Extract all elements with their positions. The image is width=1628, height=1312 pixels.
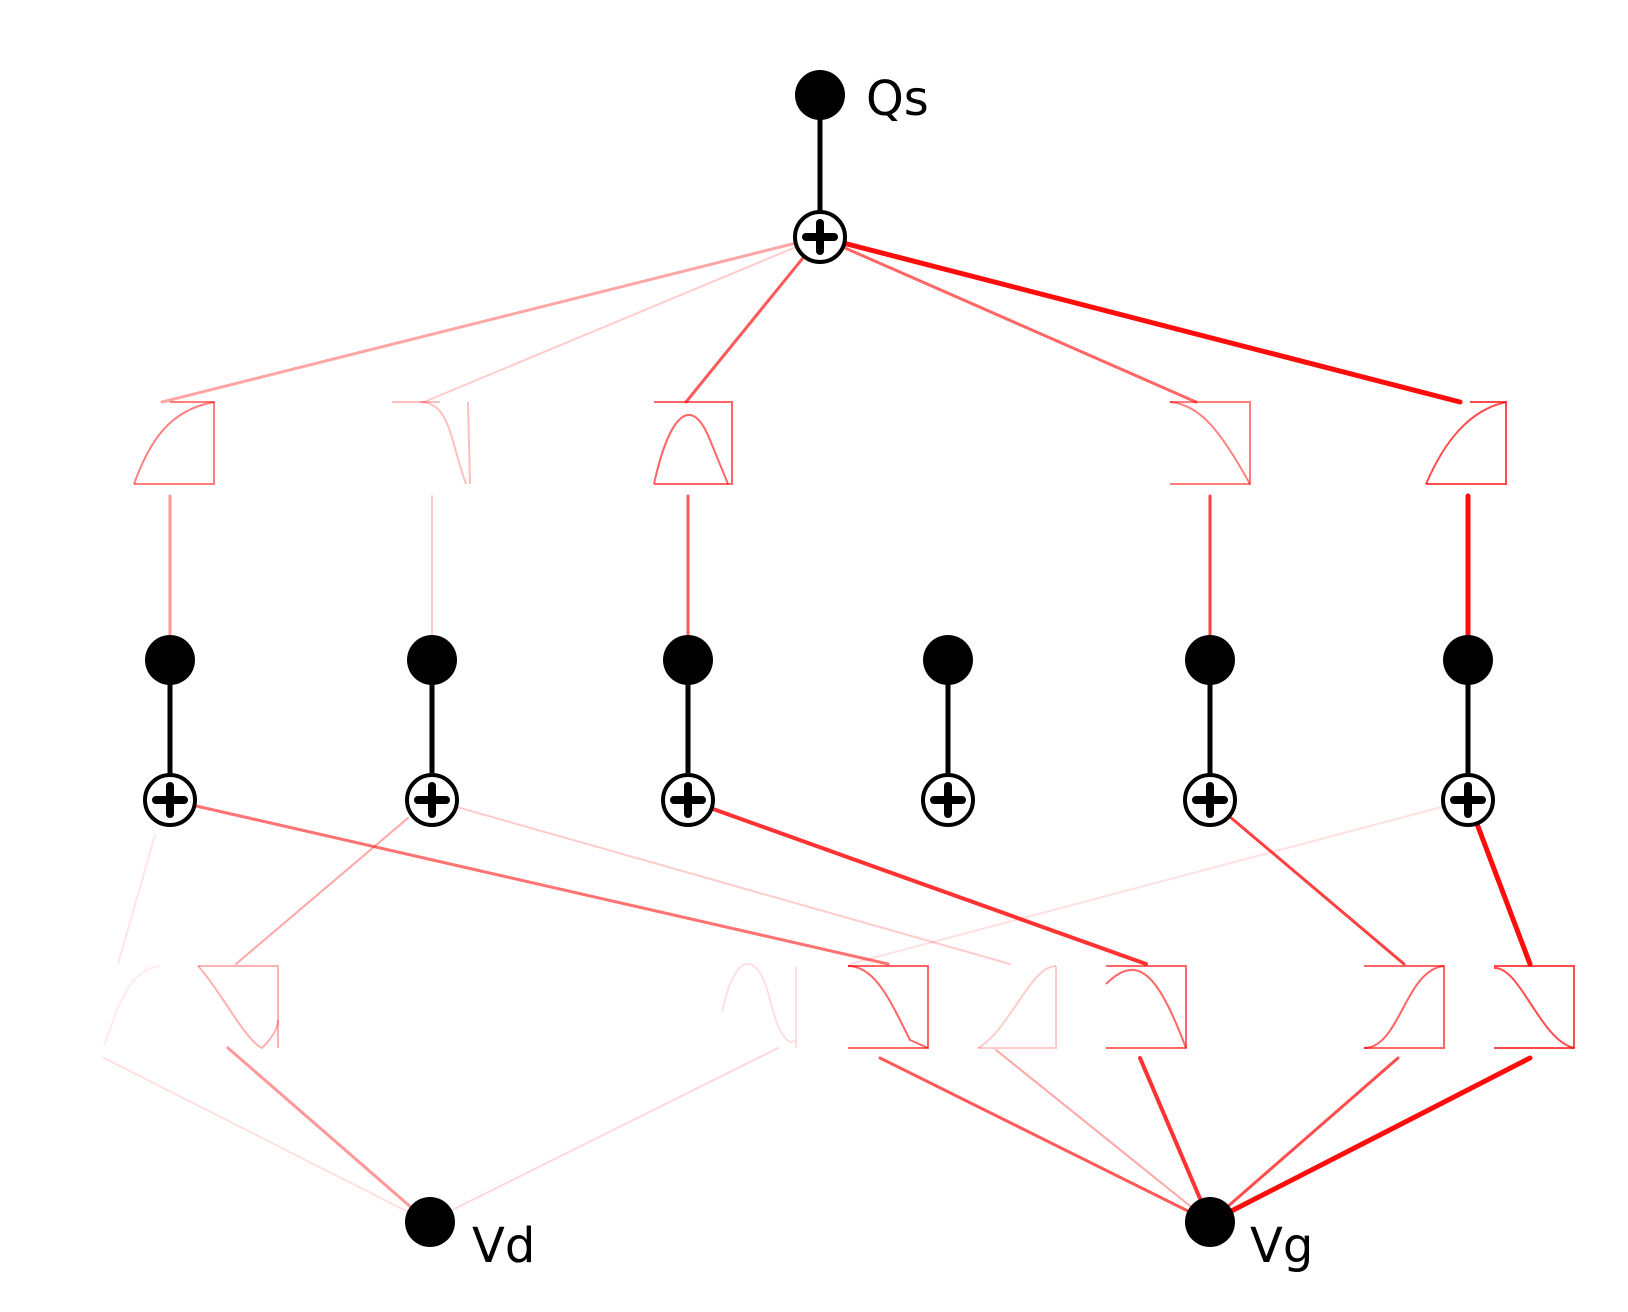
sum-node-6 [1441, 773, 1495, 827]
sum-node-4 [921, 773, 975, 827]
hidden-node-3 [663, 635, 713, 685]
middle-to-lower-edges [117, 797, 1533, 967]
hidden-node-5 [1185, 635, 1235, 685]
middle-column-3 [663, 635, 713, 796]
sum-node-5 [1183, 773, 1237, 827]
hidden-node-2 [407, 635, 457, 685]
edge-top-to-act-3 [684, 235, 822, 404]
hidden-node-1 [145, 635, 195, 685]
sum-node-top [793, 210, 847, 264]
middle-column-1 [145, 635, 195, 796]
label-vg: Vg [1250, 1218, 1313, 1274]
upper-activation-5 [1425, 401, 1507, 485]
output-node-qs [795, 70, 845, 120]
lower-activation-5 [977, 965, 1057, 1049]
middle-column-4 [923, 635, 973, 796]
input-node-vg [1185, 1197, 1235, 1247]
upper-activation-1 [133, 401, 215, 485]
sum-node-1 [143, 773, 197, 827]
sum-node-2 [405, 773, 459, 827]
middle-column-5 [1185, 635, 1235, 796]
edge-top-to-act-4 [818, 235, 1198, 404]
lower-activation-2 [197, 965, 279, 1050]
edge-top-to-act-2 [423, 236, 821, 403]
upper-activation-4 [1169, 401, 1251, 485]
lower-activation-4 [847, 965, 929, 1049]
middle-column-2 [407, 635, 457, 796]
hidden-node-4 [923, 635, 973, 685]
lower-activation-1 [103, 965, 161, 1047]
lower-to-input-edges [103, 1046, 1533, 1225]
lower-activation-3 [721, 963, 797, 1048]
hidden-node-6 [1443, 635, 1493, 685]
upper-activation-2 [392, 401, 471, 485]
upper-activation-3 [653, 401, 733, 485]
sum-node-3 [661, 773, 715, 827]
lower-activation-8 [1493, 965, 1575, 1049]
middle-column-6 [1443, 635, 1493, 796]
upper-edges [160, 234, 1463, 405]
upper-to-middle-edges [168, 493, 1471, 658]
label-vd: Vd [472, 1218, 535, 1274]
label-qs: Qs [866, 71, 929, 127]
lower-activation-6 [1105, 965, 1187, 1049]
edge-top-to-act-1 [160, 235, 822, 404]
edge-top-to-act-5 [817, 234, 1463, 405]
input-node-vd [405, 1197, 455, 1247]
lower-activation-7 [1363, 965, 1445, 1049]
